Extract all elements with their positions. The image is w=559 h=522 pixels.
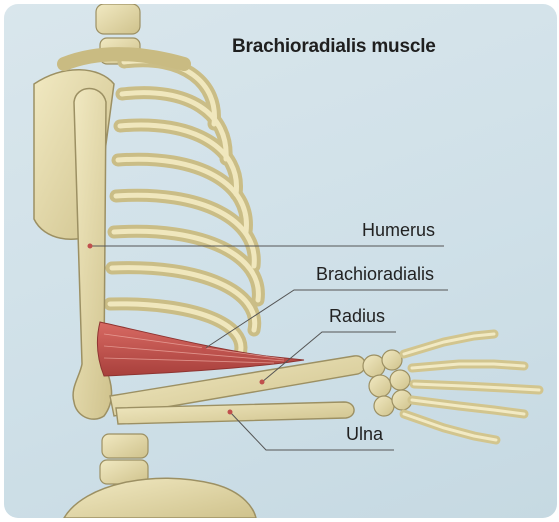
label-radius: Radius <box>329 306 385 327</box>
label-ulna: Ulna <box>346 424 383 445</box>
pelvis <box>64 478 256 518</box>
diagram-title: Brachioradialis muscle <box>232 36 436 58</box>
anatomy-illustration <box>4 4 557 518</box>
label-humerus: Humerus <box>362 220 435 241</box>
brachioradialis-muscle <box>97 322 304 376</box>
label-brachioradialis: Brachioradialis <box>316 264 434 285</box>
carpal-bones <box>363 350 412 416</box>
illustration-panel: Brachioradialis muscle Humerus Brachiora… <box>4 4 557 518</box>
